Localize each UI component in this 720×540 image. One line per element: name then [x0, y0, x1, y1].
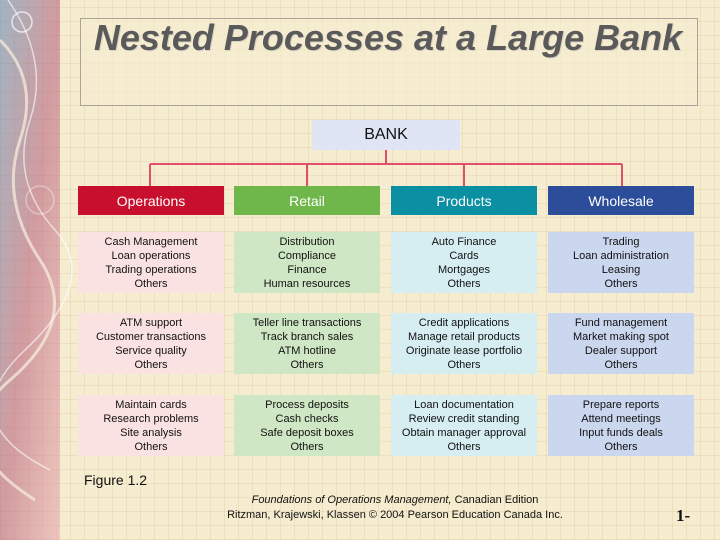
header-wholesale: Wholesale — [548, 186, 694, 215]
source-credit: Foundations of Operations Management, Ca… — [160, 493, 630, 523]
header-retail: Retail — [234, 186, 380, 215]
book-edition: Canadian Edition — [451, 494, 539, 506]
header-products: Products — [391, 186, 537, 215]
book-title: Foundations of Operations Management, — [251, 494, 452, 506]
header-operations: Operations — [78, 186, 224, 215]
slide-title: Nested Processes at a Large Bank — [93, 17, 683, 58]
title-frame — [80, 18, 698, 106]
page-number: 1- — [676, 506, 691, 525]
decorative-swirl-graphic — [0, 0, 73, 540]
credit-authors: Ritzman, Krajewski, Klassen © 2004 Pears… — [227, 509, 563, 521]
bank-root-node: BANK — [312, 120, 460, 150]
figure-label: Figure 1.2 — [84, 472, 148, 488]
